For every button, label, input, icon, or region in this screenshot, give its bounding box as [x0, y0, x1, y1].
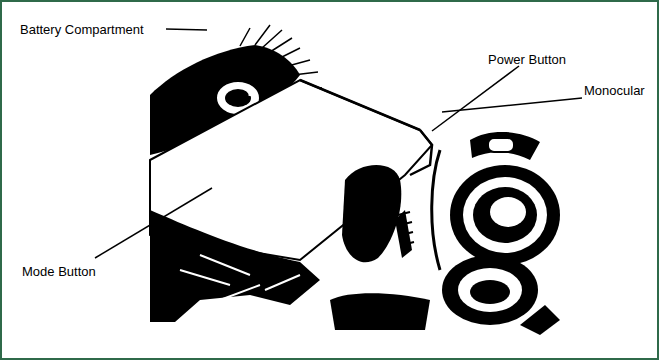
part-label: Battery Compartment [20, 22, 144, 37]
part-label: Mode Button [22, 264, 96, 279]
part-label: Monocular [584, 83, 645, 98]
leader-lines [95, 29, 582, 258]
strap-loop [330, 293, 430, 330]
lower-housing [150, 210, 320, 322]
monocular-lenses [427, 128, 560, 335]
part-label: Power Button [488, 52, 566, 67]
display-window [342, 165, 401, 262]
